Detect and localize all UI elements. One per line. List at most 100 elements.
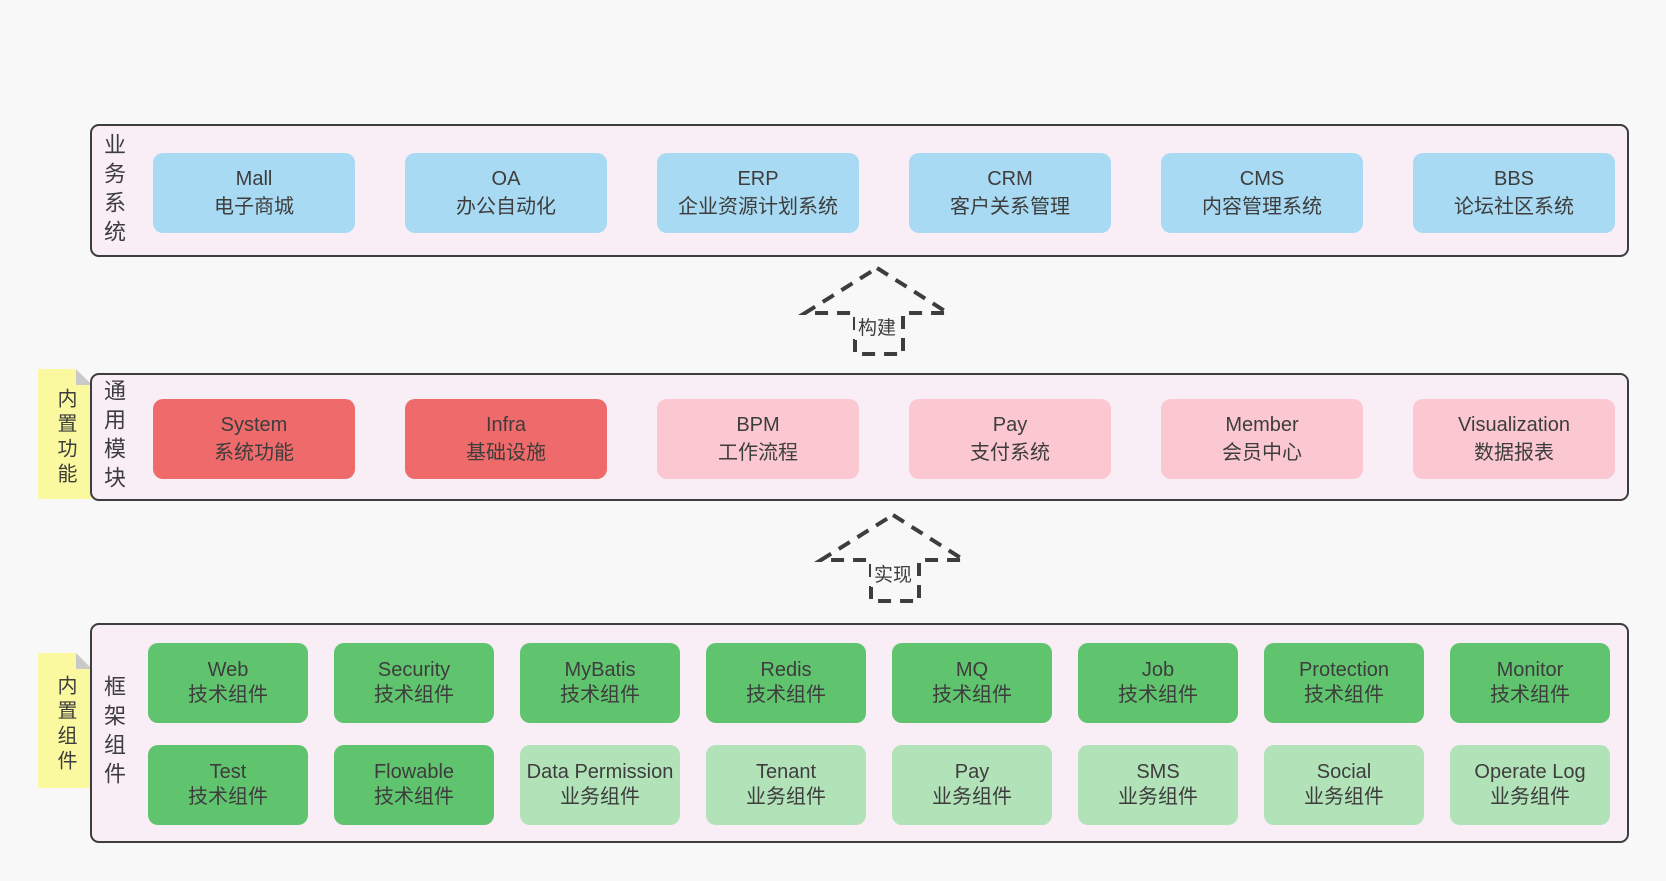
business-box-row: Mall 电子商城 OA 办公自动化 ERP 企业资源计划系统 CRM 客户关系… (153, 153, 1615, 233)
box-name: MQ (955, 659, 989, 681)
components-row-2: Test 技术组件 Flowable 技术组件 Data Permission … (148, 745, 1610, 825)
box-name: Security (377, 659, 451, 681)
box-name: Tenant (755, 761, 817, 783)
component-box-sms: SMS 业务组件 (1078, 745, 1238, 825)
box-desc: 技术组件 (746, 684, 826, 706)
box-name: Redis (760, 659, 812, 681)
box-name: Mall (235, 168, 273, 190)
box-desc: 办公自动化 (456, 196, 556, 218)
box-desc: 技术组件 (188, 786, 268, 808)
module-box-infra: Infra 基础设施 (405, 399, 607, 479)
component-box-test: Test 技术组件 (148, 745, 308, 825)
module-box-visualization: Visualization 数据报表 (1413, 399, 1615, 479)
system-box-cms: CMS 内容管理系统 (1161, 153, 1363, 233)
arrow-build-label: 构建 (854, 313, 900, 340)
system-box-crm: CRM 客户关系管理 (909, 153, 1111, 233)
dashed-up-arrow-icon (814, 512, 971, 603)
box-desc: 技术组件 (374, 684, 454, 706)
box-desc: 技术组件 (1118, 684, 1198, 706)
box-name: BPM (736, 414, 780, 436)
box-desc: 论坛社区系统 (1454, 196, 1574, 218)
box-name: Social (1316, 761, 1372, 783)
component-box-job: Job 技术组件 (1078, 643, 1238, 723)
layer-modules-label: 通用模块 (101, 379, 126, 495)
box-desc: 业务组件 (1490, 786, 1570, 808)
component-box-mq: MQ 技术组件 (892, 643, 1052, 723)
box-desc: 业务组件 (1304, 786, 1384, 808)
box-name: Pay (992, 414, 1028, 436)
layer-business-label: 业务系统 (101, 132, 126, 249)
box-desc: 工作流程 (718, 442, 798, 464)
component-box-operate-log: Operate Log 业务组件 (1450, 745, 1610, 825)
layer-framework-components: 框架组件 Web 技术组件 Security 技术组件 MyBatis 技术组件… (90, 623, 1629, 843)
component-box-social: Social 业务组件 (1264, 745, 1424, 825)
layer-components-label: 框架组件 (101, 675, 126, 791)
box-desc: 技术组件 (932, 684, 1012, 706)
box-name: Member (1225, 414, 1299, 436)
component-box-flowable: Flowable 技术组件 (334, 745, 494, 825)
box-name: Pay (954, 761, 990, 783)
box-name: System (220, 414, 288, 436)
layer-business-systems: 业务系统 Mall 电子商城 OA 办公自动化 ERP 企业资源计划系统 CRM… (90, 124, 1629, 257)
box-name: CMS (1239, 168, 1285, 190)
component-box-monitor: Monitor 技术组件 (1450, 643, 1610, 723)
component-box-protection: Protection 技术组件 (1264, 643, 1424, 723)
box-name: Protection (1298, 659, 1390, 681)
box-desc: 系统功能 (214, 442, 294, 464)
box-desc: 技术组件 (560, 684, 640, 706)
box-name: CRM (987, 168, 1033, 190)
sticky-note-builtin-features: 内置功能 (38, 369, 92, 499)
module-box-system: System 系统功能 (153, 399, 355, 479)
modules-box-row: System 系统功能 Infra 基础设施 BPM 工作流程 Pay 支付系统… (153, 399, 1615, 479)
box-desc: 内容管理系统 (1202, 196, 1322, 218)
box-name: Data Permission (526, 761, 674, 783)
box-desc: 业务组件 (560, 786, 640, 808)
sticky-note-builtin-components: 内置组件 (38, 653, 92, 788)
box-desc: 技术组件 (188, 684, 268, 706)
arrow-implement: 实现 (811, 509, 975, 607)
sticky-builtin-features-label: 内置功能 (54, 388, 76, 488)
component-box-security: Security 技术组件 (334, 643, 494, 723)
system-box-bbs: BBS 论坛社区系统 (1413, 153, 1615, 233)
box-name: Test (209, 761, 247, 783)
box-name: ERP (737, 168, 779, 190)
box-desc: 业务组件 (746, 786, 826, 808)
component-box-tenant: Tenant 业务组件 (706, 745, 866, 825)
box-desc: 技术组件 (1490, 684, 1570, 706)
box-desc: 数据报表 (1474, 442, 1554, 464)
dashed-up-arrow-icon (798, 265, 955, 356)
box-name: Web (207, 659, 249, 681)
module-box-member: Member 会员中心 (1161, 399, 1363, 479)
box-desc: 客户关系管理 (950, 196, 1070, 218)
layer-common-modules: 通用模块 System 系统功能 Infra 基础设施 BPM 工作流程 Pay… (90, 373, 1629, 501)
arrow-build: 构建 (795, 262, 959, 360)
box-name: Job (1141, 659, 1175, 681)
box-name: Visualization (1458, 414, 1570, 436)
system-box-mall: Mall 电子商城 (153, 153, 355, 233)
components-row-1: Web 技术组件 Security 技术组件 MyBatis 技术组件 Redi… (148, 643, 1610, 723)
box-desc: 电子商城 (214, 196, 294, 218)
box-desc: 基础设施 (466, 442, 546, 464)
system-box-erp: ERP 企业资源计划系统 (657, 153, 859, 233)
box-desc: 技术组件 (1304, 684, 1384, 706)
box-name: OA (491, 168, 521, 190)
box-name: Flowable (373, 761, 455, 783)
system-box-oa: OA 办公自动化 (405, 153, 607, 233)
box-name: Infra (485, 414, 527, 436)
arrow-implement-label: 实现 (870, 560, 916, 587)
sticky-note-shape (38, 369, 92, 499)
component-box-web: Web 技术组件 (148, 643, 308, 723)
box-desc: 技术组件 (374, 786, 454, 808)
box-desc: 业务组件 (1118, 786, 1198, 808)
component-box-redis: Redis 技术组件 (706, 643, 866, 723)
box-desc: 支付系统 (970, 442, 1050, 464)
sticky-note-shape (38, 653, 92, 788)
box-name: BBS (1493, 168, 1535, 190)
box-desc: 企业资源计划系统 (678, 196, 838, 218)
module-box-bpm: BPM 工作流程 (657, 399, 859, 479)
module-box-pay: Pay 支付系统 (909, 399, 1111, 479)
box-desc: 业务组件 (932, 786, 1012, 808)
box-name: MyBatis (564, 659, 636, 681)
component-box-pay: Pay 业务组件 (892, 745, 1052, 825)
